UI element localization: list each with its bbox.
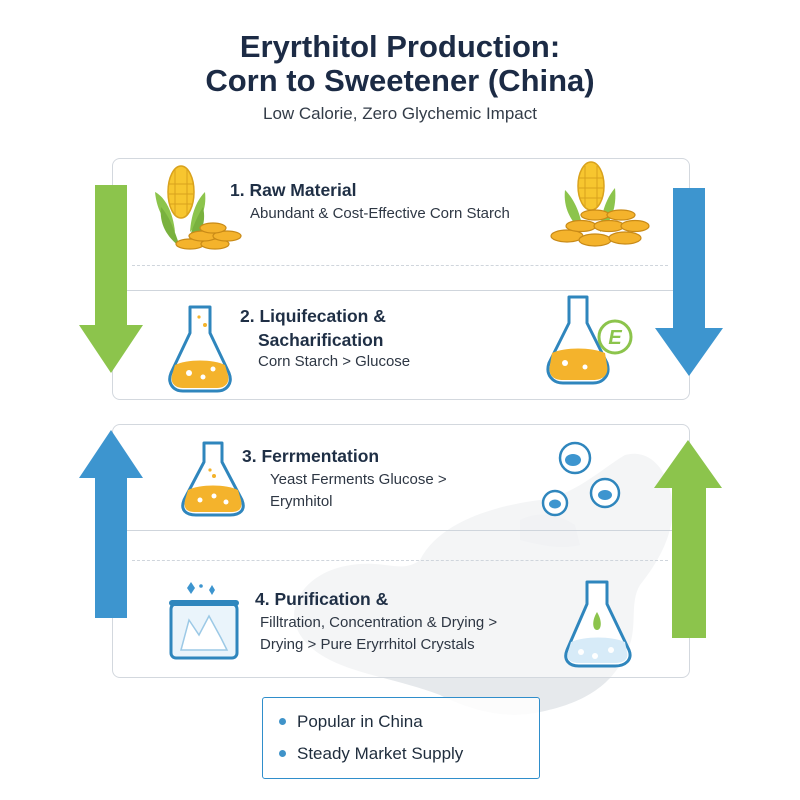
bullet-dot-icon (279, 718, 286, 725)
flask-e-badge-icon: E (546, 295, 633, 385)
subtitle: Low Calorie, Zero Glychemic Impact (263, 104, 537, 123)
step-4-title: 4. Purification & (255, 589, 389, 609)
flask-bubbles-icon (181, 441, 245, 517)
step-3-desc-line-1: Yeast Ferments Glucose > (270, 471, 447, 488)
step-4-desc-line-1: Filltration, Concentration & Drying > (260, 614, 498, 631)
green-up-arrow-icon (654, 440, 722, 638)
bullet-dot-icon (279, 750, 286, 757)
step-2-desc: Corn Starch > Glucose (258, 353, 411, 370)
footer-item-2-label: Steady Market Supply (297, 744, 464, 763)
footer-highlights-box: Popular in China Steady Market Supply (262, 697, 540, 779)
title-line-2: Corn to Sweetener (China) (205, 63, 595, 98)
step-2-title-line-2: Sacharification (258, 330, 384, 350)
divider-2b (132, 560, 668, 561)
bubbles-icon (541, 441, 621, 517)
step-2-title-line-1: 2. Liquifecation & (240, 306, 386, 326)
footer-item-2: Steady Market Supply (279, 744, 464, 764)
divider-1 (132, 265, 668, 266)
footer-item-1: Popular in China (279, 712, 423, 732)
blue-up-arrow-icon (79, 430, 143, 618)
flask-icon (168, 305, 232, 393)
green-down-arrow-icon (79, 185, 143, 373)
step-1-desc: Abundant & Cost-Effective Corn Starch (250, 205, 510, 222)
corn-coins-icon-right (550, 161, 650, 247)
step-3-title: 3. Ferrmentation (242, 446, 380, 466)
step-3-desc-line-2: Erymhitol (270, 493, 333, 510)
e-badge-label: E (608, 327, 622, 349)
footer-item-1-label: Popular in China (297, 712, 423, 731)
corn-coins-icon (155, 165, 242, 250)
blue-down-arrow-icon (655, 188, 723, 376)
step-4-desc-line-2: Drying > Pure Eryrrhitol Crystals (260, 636, 475, 653)
divider-1b (112, 290, 688, 291)
crystal-beaker-icon (169, 582, 239, 660)
divider-2 (112, 530, 688, 531)
title-line-1: Eryrthitol Production: (239, 29, 561, 64)
flask-crystal-icon (564, 580, 632, 668)
step-1-title: 1. Raw Material (230, 180, 357, 200)
